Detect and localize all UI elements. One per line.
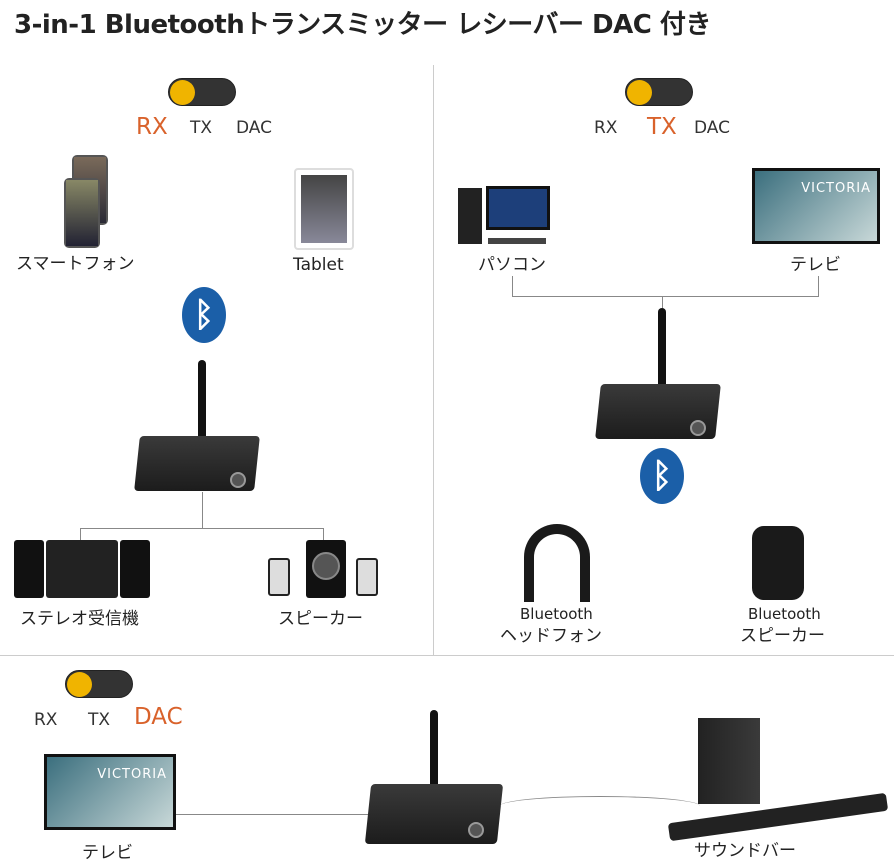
tv-label: テレビ: [82, 843, 133, 863]
toggle-knob: [627, 80, 652, 105]
tablet-image: [294, 168, 354, 250]
mode-dac-label: DAC: [236, 118, 272, 138]
tv-brand: VICTORIA: [801, 181, 871, 196]
connector-line: [818, 276, 819, 296]
speaker-center: [306, 540, 346, 598]
smartphone-image-front: [64, 178, 100, 248]
smartphone-label: スマートフォン: [16, 254, 135, 274]
headphones-image: [524, 524, 590, 602]
dac-device-image: [364, 784, 504, 844]
tablet-label: Tablet: [293, 255, 344, 275]
divider-horizontal: [0, 655, 894, 656]
tv-image: VICTORIA: [752, 168, 880, 244]
dac-mode-toggle: [65, 670, 133, 698]
antenna: [430, 710, 438, 795]
connector-cable: [176, 814, 368, 815]
toggle-knob: [67, 672, 92, 697]
rx-mode-toggle: [168, 78, 236, 106]
tx-mode-toggle: [625, 78, 693, 106]
bluetooth-icon: ᛒ: [182, 287, 226, 343]
bt-speaker-label-line2: スピーカー: [740, 626, 825, 646]
volume-knob: [690, 420, 706, 436]
stereo-speaker-left: [14, 540, 44, 598]
mode-rx-label: RX: [594, 118, 618, 138]
volume-knob: [468, 822, 484, 838]
subwoofer-image: [698, 718, 760, 804]
divider-vertical: [433, 65, 434, 655]
pc-monitor-image: [486, 186, 550, 230]
pc-label: パソコン: [478, 255, 546, 275]
stereo-label: ステレオ受信機: [20, 609, 139, 629]
mode-tx-label: TX: [190, 118, 213, 138]
tv-label: テレビ: [790, 255, 841, 275]
mode-tx-label: TX: [88, 710, 111, 730]
stereo-speaker-right: [120, 540, 150, 598]
mode-rx-label: RX: [136, 114, 168, 140]
pc-tower-image: [458, 188, 482, 244]
soundbar-label: サウンドバー: [694, 841, 796, 861]
speaker-right: [356, 558, 378, 596]
connector-line: [80, 528, 81, 540]
connector-cable: [500, 796, 700, 816]
connector-line: [323, 528, 324, 540]
tv-brand: VICTORIA: [97, 767, 167, 782]
antenna: [198, 360, 206, 445]
headphones-label-line1: Bluetooth: [520, 605, 593, 623]
connector-line: [512, 276, 513, 296]
keyboard-image: [488, 238, 546, 244]
connector-line: [512, 296, 819, 297]
headphones-label-line2: ヘッドフォン: [500, 626, 602, 646]
mode-dac-label: DAC: [134, 704, 183, 730]
connector-line: [202, 492, 203, 528]
connector-line: [80, 528, 324, 529]
bt-speaker-label-line1: Bluetooth: [748, 605, 821, 623]
mode-rx-label: RX: [34, 710, 58, 730]
page-title: 3-in-1 Bluetoothトランスミッター レシーバー DAC 付き: [14, 10, 711, 40]
speaker-left: [268, 558, 290, 596]
speaker-label: スピーカー: [278, 609, 363, 629]
mode-tx-label: TX: [647, 114, 677, 140]
volume-knob: [230, 472, 246, 488]
antenna: [658, 308, 666, 393]
bluetooth-icon: ᛒ: [640, 448, 684, 504]
mode-dac-label: DAC: [694, 118, 730, 138]
toggle-knob: [170, 80, 195, 105]
stereo-receiver-image: [46, 540, 118, 598]
bluetooth-speaker-image: [752, 526, 804, 600]
tv-image: VICTORIA: [44, 754, 176, 830]
connector-line: [662, 296, 663, 308]
